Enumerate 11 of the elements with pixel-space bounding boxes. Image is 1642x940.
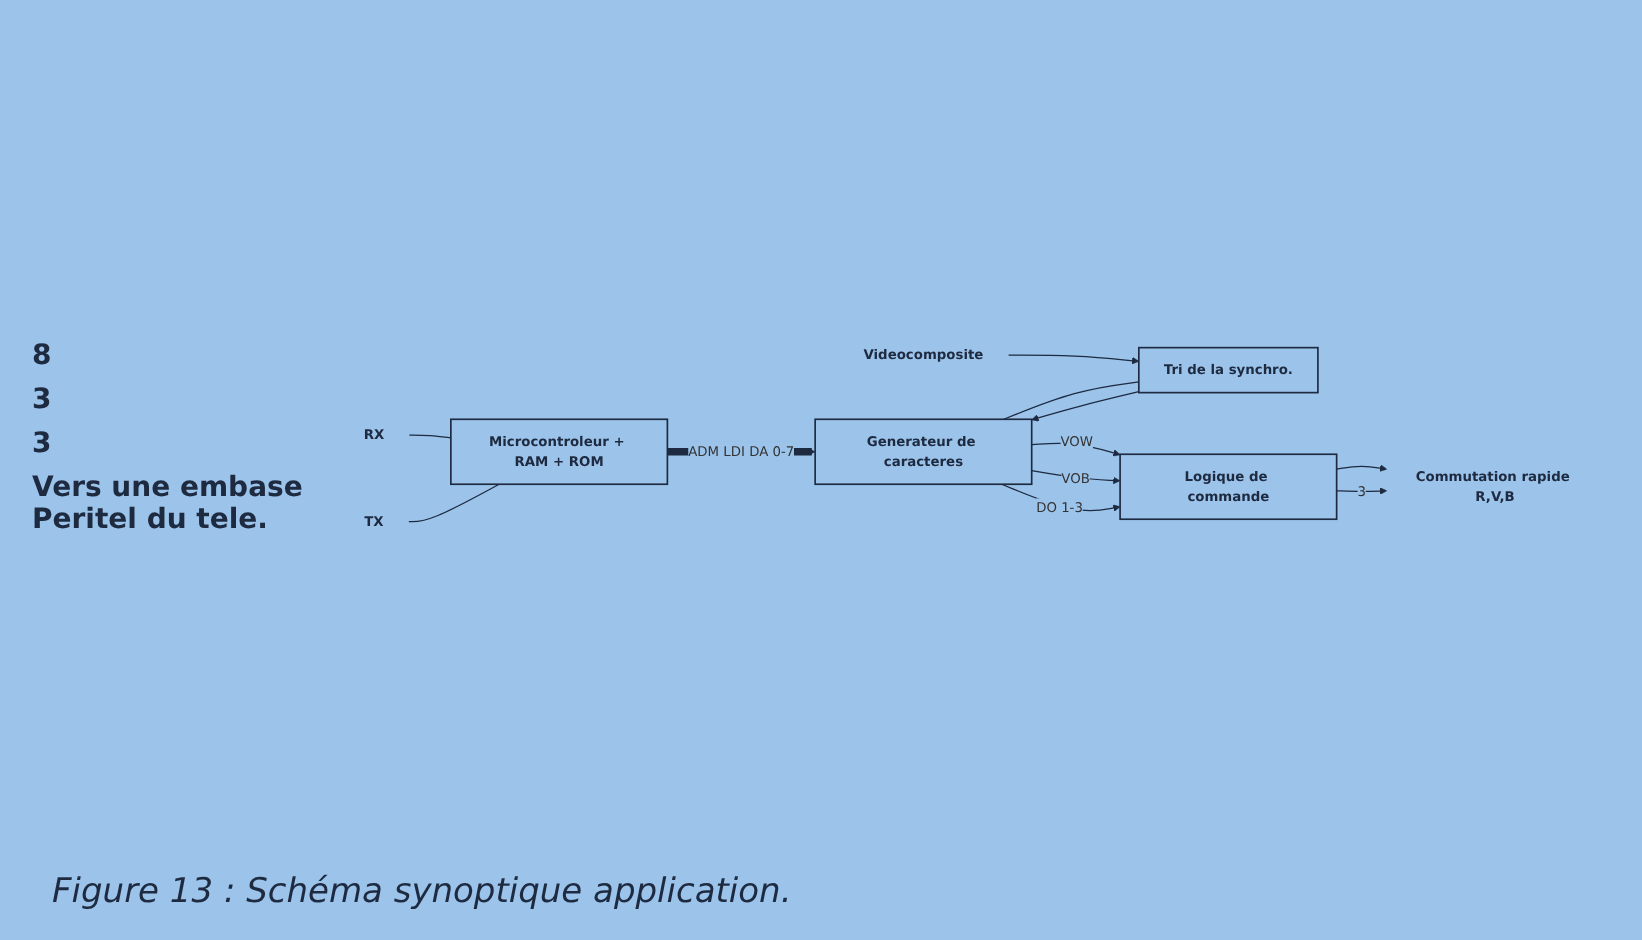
arrow	[1336, 464, 1388, 472]
connector	[408, 483, 500, 522]
note-text: 3	[32, 428, 54, 460]
note-text: Vers une embase Peritel du tele.	[32, 472, 305, 536]
note-text: 8	[32, 340, 54, 372]
arrow	[1031, 390, 1140, 422]
connector	[1003, 380, 1140, 420]
figure-caption: Figure 13 : Schéma synoptique application.	[52, 872, 792, 912]
connector	[408, 434, 452, 438]
note-text: 3	[32, 384, 54, 416]
arrow	[1007, 354, 1140, 364]
